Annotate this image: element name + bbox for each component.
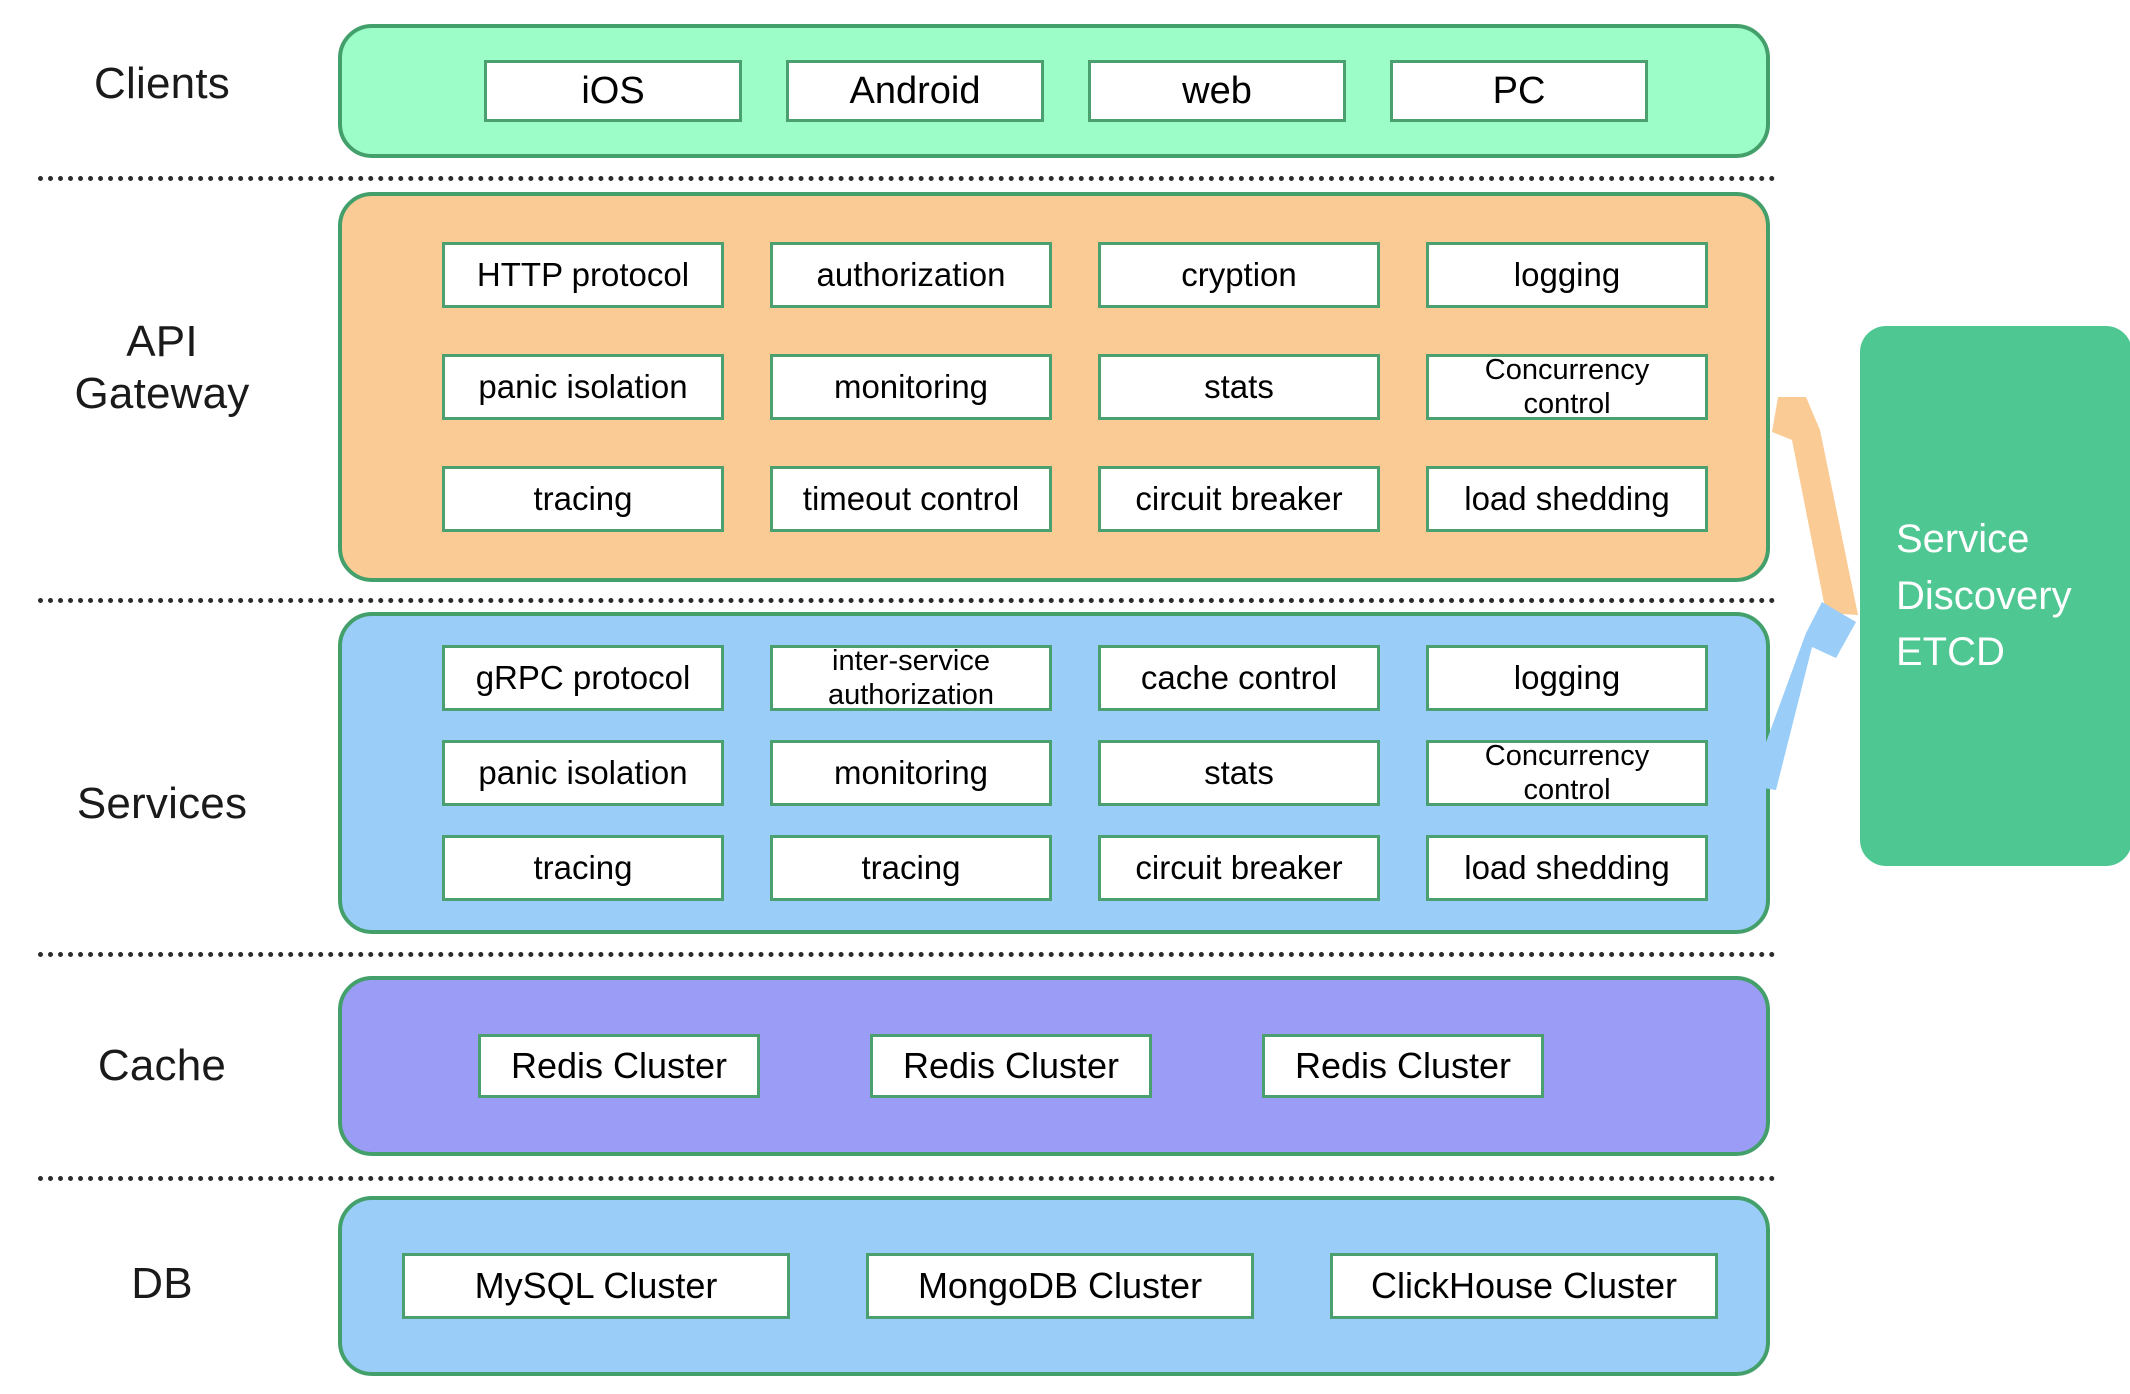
component-box[interactable]: tracing <box>770 835 1052 901</box>
component-box[interactable]: MongoDB Cluster <box>866 1253 1254 1319</box>
tier-label-cache: Cache <box>97 1041 227 1090</box>
component-box[interactable]: ClickHouse Cluster <box>1330 1253 1718 1319</box>
component-box[interactable]: authorization <box>770 242 1052 308</box>
component-box[interactable]: stats <box>1098 740 1380 806</box>
tier-row: iOS Android web PC <box>342 60 1766 122</box>
tier-label-db: DB <box>131 1259 193 1308</box>
tier-row: panic isolation monitoring stats Concurr… <box>342 740 1766 806</box>
component-box[interactable]: cryption <box>1098 242 1380 308</box>
tier-label-api-gateway: API Gateway <box>74 317 250 418</box>
component-box[interactable]: circuit breaker <box>1098 835 1380 901</box>
tier-label-clients: Clients <box>94 59 230 108</box>
component-box[interactable]: Redis Cluster <box>478 1034 760 1098</box>
tier-row: tracing timeout control circuit breaker … <box>342 466 1766 532</box>
component-box[interactable]: tracing <box>442 466 724 532</box>
service-discovery-label: Service Discovery ETCD <box>1896 516 2072 675</box>
component-box[interactable]: stats <box>1098 354 1380 420</box>
component-box[interactable]: cache control <box>1098 645 1380 711</box>
component-box[interactable]: Redis Cluster <box>870 1034 1152 1098</box>
tier-row: panic isolation monitoring stats Concurr… <box>342 354 1766 420</box>
tier-row: MySQL Cluster MongoDB Cluster ClickHouse… <box>342 1253 1766 1319</box>
component-box[interactable]: timeout control <box>770 466 1052 532</box>
component-box[interactable]: Concurrency control <box>1426 354 1708 420</box>
component-box[interactable]: tracing <box>442 835 724 901</box>
tier-row: tracing tracing circuit breaker load she… <box>342 835 1766 901</box>
tier-panel-db: MySQL Cluster MongoDB Cluster ClickHouse… <box>338 1196 1770 1376</box>
component-box[interactable]: web <box>1088 60 1346 122</box>
component-box[interactable]: monitoring <box>770 354 1052 420</box>
component-box[interactable]: monitoring <box>770 740 1052 806</box>
separator-services-cache <box>38 952 1776 957</box>
component-box[interactable]: load shedding <box>1426 835 1708 901</box>
tier-label-services: Services <box>76 779 248 828</box>
component-box[interactable]: inter-service authorization <box>770 645 1052 711</box>
tier-panel-cache: Redis Cluster Redis Cluster Redis Cluste… <box>338 976 1770 1156</box>
tier-panel-clients: iOS Android web PC <box>338 24 1770 158</box>
tier-row: HTTP protocol authorization cryption log… <box>342 242 1766 308</box>
component-box[interactable]: panic isolation <box>442 740 724 806</box>
component-box[interactable]: Concurrency control <box>1426 740 1708 806</box>
component-box[interactable]: circuit breaker <box>1098 466 1380 532</box>
component-box[interactable]: panic isolation <box>442 354 724 420</box>
component-box[interactable]: load shedding <box>1426 466 1708 532</box>
tier-row: gRPC protocol inter-service authorizatio… <box>342 645 1766 711</box>
component-box[interactable]: iOS <box>484 60 742 122</box>
component-box[interactable]: gRPC protocol <box>442 645 724 711</box>
separator-gateway-services <box>38 598 1776 603</box>
component-box[interactable]: Redis Cluster <box>1262 1034 1544 1098</box>
tier-panel-api-gateway: HTTP protocol authorization cryption log… <box>338 192 1770 582</box>
component-box[interactable]: PC <box>1390 60 1648 122</box>
component-box[interactable]: logging <box>1426 242 1708 308</box>
component-box[interactable]: Android <box>786 60 1044 122</box>
component-box[interactable]: MySQL Cluster <box>402 1253 790 1319</box>
tier-panel-services: gRPC protocol inter-service authorizatio… <box>338 612 1770 934</box>
separator-clients-gateway <box>38 176 1776 181</box>
component-box[interactable]: logging <box>1426 645 1708 711</box>
component-box[interactable]: HTTP protocol <box>442 242 724 308</box>
arrow-gateway-to-discovery-icon <box>1772 397 1858 615</box>
service-discovery-etcd-box[interactable]: Service Discovery ETCD <box>1860 326 2130 866</box>
separator-cache-db <box>38 1176 1776 1181</box>
tier-row: Redis Cluster Redis Cluster Redis Cluste… <box>342 1034 1766 1098</box>
